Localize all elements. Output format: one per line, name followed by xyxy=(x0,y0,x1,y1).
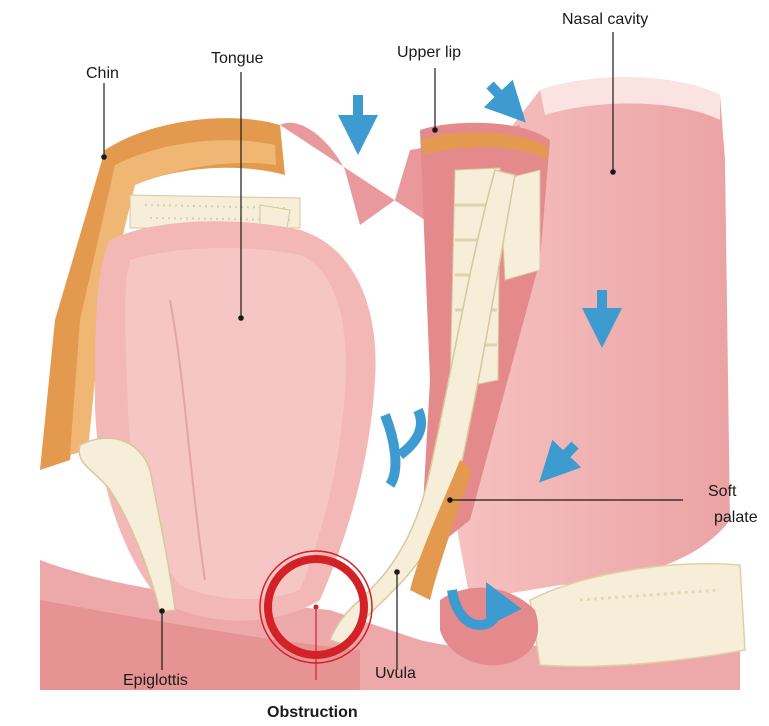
label-soft-palate-line2: palate xyxy=(714,508,758,527)
label-obstruction: Obstruction xyxy=(267,703,358,722)
label-soft-palate-line1: Soft xyxy=(708,482,736,501)
airflow-arrow-icon xyxy=(385,410,421,485)
label-chin: Chin xyxy=(86,64,119,83)
airflow-arrow-icon xyxy=(490,85,512,108)
label-epiglottis: Epiglottis xyxy=(123,671,188,690)
label-nasal-cavity: Nasal cavity xyxy=(562,10,648,29)
label-tongue: Tongue xyxy=(211,49,264,68)
label-uvula: Uvula xyxy=(375,664,416,683)
label-upper-lip: Upper lip xyxy=(397,43,461,62)
